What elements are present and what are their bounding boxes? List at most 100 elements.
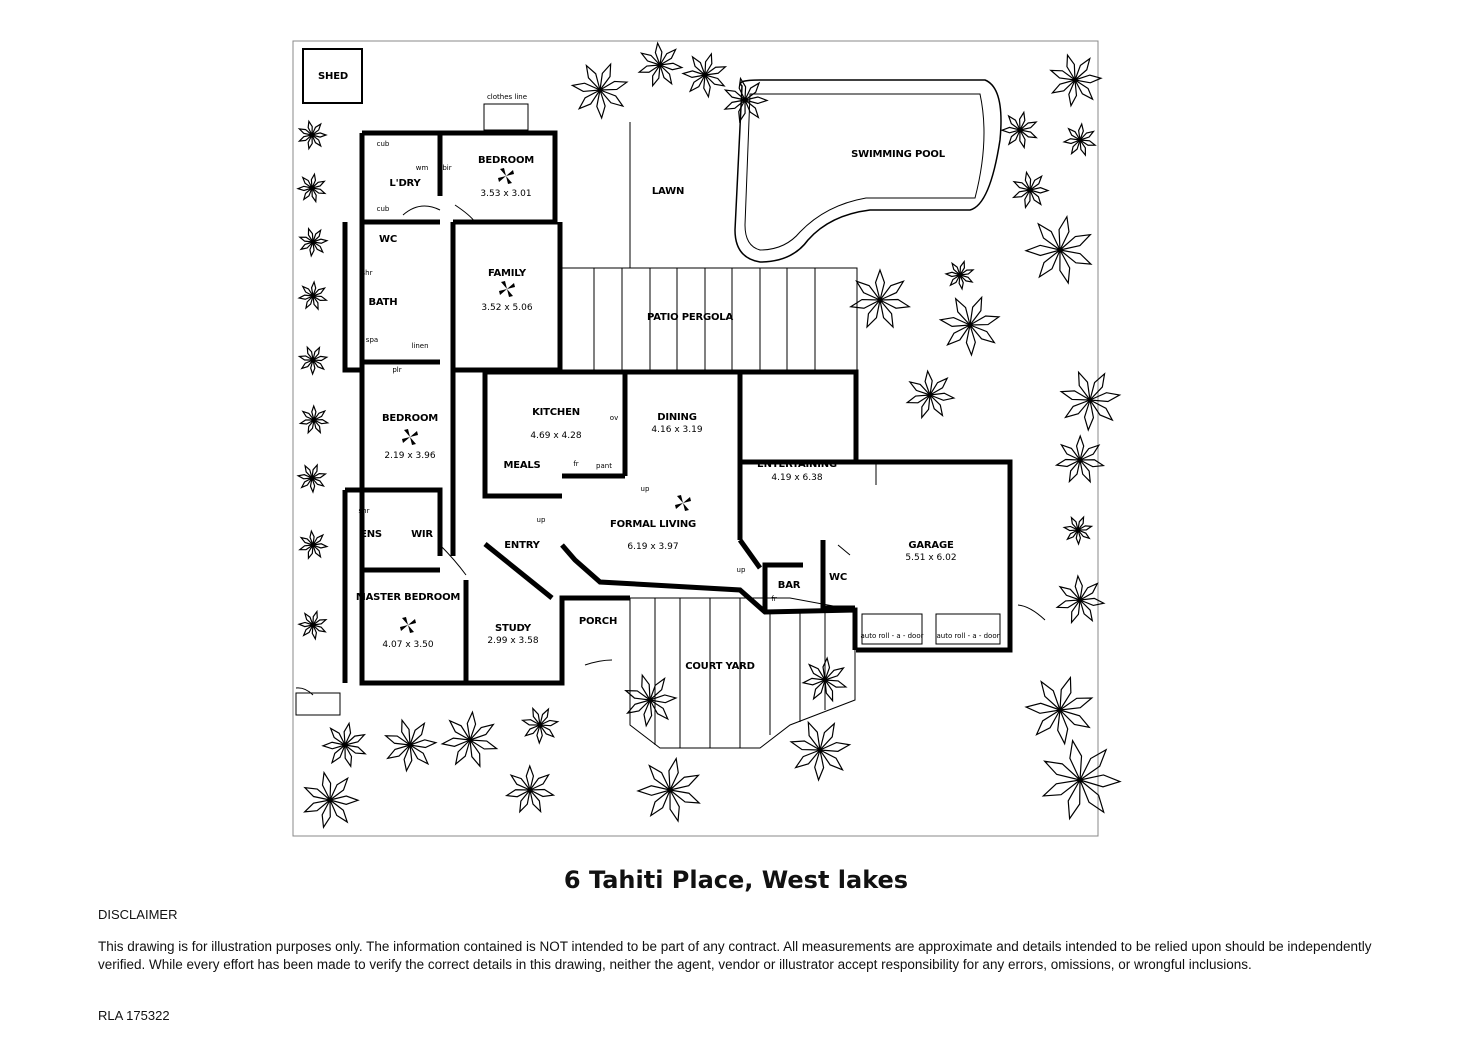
room-label-bar: BAR <box>778 580 801 591</box>
room-label-kitchen: KITCHEN <box>532 407 580 418</box>
tree-icon <box>1054 434 1106 484</box>
svg-text:wm: wm <box>416 164 429 172</box>
svg-text:up: up <box>641 485 650 493</box>
ceiling-fan-icons <box>400 168 691 633</box>
room-dims-family: 3.52 x 5.06 <box>481 303 532 313</box>
svg-text:pant: pant <box>596 462 612 470</box>
garage-doors <box>861 613 1001 645</box>
tree-icon <box>504 764 556 814</box>
svg-text:spa: spa <box>366 336 378 344</box>
tree-icon <box>1055 574 1106 625</box>
tree-icon <box>298 529 329 560</box>
room-label-shed: SHED <box>318 71 348 82</box>
svg-text:cub: cub <box>377 140 390 148</box>
svg-text:up: up <box>537 516 546 524</box>
tree-icon <box>303 770 360 829</box>
svg-text:cub: cub <box>377 205 390 213</box>
room-label-master-bedroom: MASTER BEDROOM <box>356 592 461 603</box>
room-label-patio: PATIO PERGOLA <box>647 312 733 323</box>
tree-icon <box>723 76 769 124</box>
property-boundary <box>292 40 1099 837</box>
tree-icon <box>1049 53 1103 108</box>
room-label-wc-2: WC <box>829 572 847 583</box>
room-label-porch: PORCH <box>579 616 617 627</box>
room-labels: SHED clothes line BEDROOM 3.53 x 3.01 L'… <box>318 71 957 672</box>
tree-icon <box>849 268 912 329</box>
svg-text:auto roll - a - door: auto roll - a - door <box>860 632 923 640</box>
room-label-lawn: LAWN <box>652 186 684 197</box>
tree-icon <box>681 52 728 99</box>
tree-icon <box>1062 122 1097 157</box>
tree-icon <box>1059 370 1122 432</box>
disclaimer-text: This drawing is for illustration purpose… <box>98 939 1372 972</box>
room-dims-bedroom-2: 2.19 x 3.96 <box>384 451 435 461</box>
svg-text:fr: fr <box>573 460 578 468</box>
svg-text:linen: linen <box>411 342 428 350</box>
svg-text:bir: bir <box>442 164 451 172</box>
tree-icon <box>298 404 330 435</box>
clothes-line-outline <box>483 103 529 131</box>
courtyard-pergola <box>629 597 856 749</box>
tree-icon <box>1024 675 1094 746</box>
room-label-garage: GARAGE <box>908 540 954 551</box>
tree-icon <box>1024 214 1093 285</box>
tree-icon <box>905 369 956 420</box>
room-dims-garage: 5.51 x 6.02 <box>905 553 956 563</box>
svg-text:auto roll - a - door: auto roll - a - door <box>936 632 999 640</box>
svg-text:plr: plr <box>392 366 401 374</box>
tree-icon <box>520 706 560 745</box>
svg-text:shr: shr <box>359 507 370 515</box>
room-label-wir: WIR <box>411 529 433 540</box>
room-label-wc-1: WC <box>379 234 397 245</box>
room-dims-master-bedroom: 4.07 x 3.50 <box>382 640 433 650</box>
room-label-formal-living: FORMAL LIVING <box>610 519 696 530</box>
tree-icon <box>296 172 327 204</box>
tree-icon <box>636 756 701 823</box>
tree-icon <box>1011 170 1050 210</box>
tree-icon <box>944 259 975 291</box>
room-label-study: STUDY <box>495 623 532 634</box>
room-label-courtyard: COURT YARD <box>685 661 755 672</box>
room-label-ensuite: ENS <box>360 529 382 540</box>
room-label-dining: DINING <box>657 412 697 423</box>
tree-icon <box>801 656 848 703</box>
room-label-bath: BATH <box>369 297 398 308</box>
house-walls <box>342 130 1013 686</box>
svg-text:fr: fr <box>771 595 776 603</box>
tree-icon <box>1041 738 1122 821</box>
room-label-laundry: L'DRY <box>389 178 421 189</box>
tree-icon <box>440 710 499 768</box>
room-label-family: FAMILY <box>488 268 527 279</box>
tree-icon <box>938 295 1001 357</box>
tree-icon <box>297 280 329 311</box>
shed-outline <box>302 48 363 104</box>
tree-icon <box>296 463 328 494</box>
svg-text:ov: ov <box>610 414 618 422</box>
tree-icon <box>297 609 328 641</box>
tree-icon <box>637 41 684 88</box>
room-label-meals: MEALS <box>503 460 540 471</box>
rla-number: RLA 175322 <box>98 1008 170 1023</box>
tree-icon <box>297 119 328 151</box>
room-label-entry: ENTRY <box>504 540 540 551</box>
room-label-bedroom-2: BEDROOM <box>382 413 438 424</box>
room-label-clothes-line: clothes line <box>487 93 527 101</box>
fixture-labels: cub wm bir cub shr spa linen plr ov fr p… <box>359 140 1000 640</box>
tree-icon <box>298 227 329 258</box>
swimming-pool-outline <box>734 79 1002 263</box>
disclaimer-heading: DISCLAIMER <box>98 907 178 922</box>
room-label-pool: SWIMMING POOL <box>851 149 946 160</box>
svg-text:up: up <box>737 566 746 574</box>
tree-icon <box>1000 110 1038 150</box>
tree-icon <box>383 718 438 773</box>
door-swings <box>295 204 1046 716</box>
property-address: 6 Tahiti Place, West lakes <box>563 866 909 894</box>
room-label-bedroom-1: BEDROOM <box>478 155 534 166</box>
room-dims-dining: 4.16 x 3.19 <box>651 425 702 435</box>
room-dims-formal-living: 6.19 x 3.97 <box>627 542 678 552</box>
floor-plan: SHED clothes line BEDROOM 3.53 x 3.01 L'… <box>292 40 1122 837</box>
room-dims-kitchen: 4.69 x 4.28 <box>530 431 581 441</box>
tree-icon <box>321 721 367 768</box>
room-dims-study: 2.99 x 3.58 <box>487 636 538 646</box>
tree-icon <box>297 345 329 376</box>
